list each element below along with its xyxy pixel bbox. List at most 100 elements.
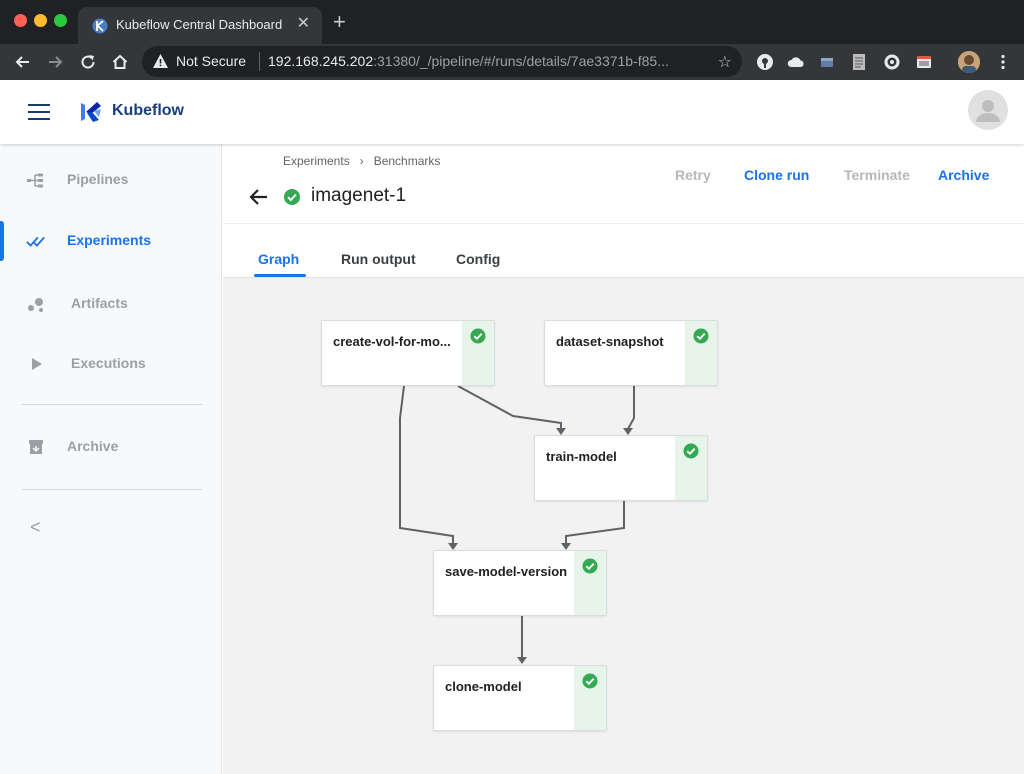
extension-record-icon[interactable] — [883, 53, 901, 71]
url-path: :31380/_/pipeline/#/runs/details/7ae3371… — [373, 53, 669, 69]
graph-node-train-model[interactable]: train-model — [534, 435, 708, 501]
run-details: Experiments›Benchmarks imagenet-1 Retry … — [223, 144, 1024, 774]
sidebar-item-experiments[interactable]: Experiments — [0, 221, 222, 261]
artifacts-icon — [26, 295, 46, 313]
page-title: imagenet-1 — [311, 185, 407, 206]
url-host: 192.168.245.202 — [268, 53, 374, 69]
breadcrumb-benchmarks[interactable]: Benchmarks — [373, 154, 441, 168]
tab-config[interactable]: Config — [456, 251, 501, 267]
new-tab-button[interactable]: + — [333, 9, 346, 34]
success-check-icon — [582, 673, 598, 689]
tab-run-output[interactable]: Run output — [341, 251, 416, 267]
archive-icon — [26, 438, 46, 456]
success-check-icon — [693, 328, 709, 344]
edge-train-save — [565, 501, 625, 544]
breadcrumb-separator: › — [359, 154, 364, 168]
url-text: 192.168.245.202:31380/_/pipeline/#/runs/… — [268, 53, 698, 69]
sidebar-item-label: Experiments — [67, 232, 152, 248]
sidebar-item-executions[interactable]: Executions — [0, 344, 222, 384]
success-check-icon — [582, 558, 598, 574]
edge-create-train — [457, 385, 562, 429]
node-name: create-vol-for-mo... — [333, 334, 451, 349]
node-name: train-model — [546, 449, 617, 464]
node-name: dataset-snapshot — [556, 334, 664, 349]
window-minimize-button[interactable] — [34, 14, 47, 27]
node-status — [574, 666, 606, 730]
node-status — [675, 436, 707, 500]
sidebar-divider — [22, 489, 202, 490]
node-status — [685, 321, 717, 385]
tab-close-icon[interactable]: ✕ — [296, 15, 310, 32]
archive-button[interactable]: Archive — [938, 167, 990, 183]
back-arrow-icon[interactable] — [249, 188, 269, 206]
success-check-icon — [284, 189, 300, 205]
pipelines-icon — [26, 171, 46, 189]
edge-dataset-train — [627, 386, 635, 430]
play-icon — [26, 355, 46, 373]
extension-key-icon[interactable] — [756, 53, 774, 71]
profile-avatar-icon[interactable] — [958, 51, 980, 73]
arrowhead-save-clone — [517, 657, 527, 664]
run-tabs: Graph Run output Config — [223, 223, 1024, 278]
arrowhead-dataset-train — [623, 428, 633, 435]
kubeflow-favicon-icon — [92, 18, 108, 34]
kubeflow-app: Kubeflow Pipelines Experiments Artifacts — [0, 80, 1024, 774]
experiments-icon — [26, 232, 46, 250]
terminate-button[interactable]: Terminate — [844, 167, 910, 183]
success-check-icon — [683, 443, 699, 459]
address-bar[interactable]: Not Secure 192.168.245.202:31380/_/pipel… — [142, 46, 742, 77]
extension-notes-icon[interactable] — [850, 53, 868, 71]
sidebar: Pipelines Experiments Artifacts Executio… — [0, 144, 222, 774]
window-zoom-button[interactable] — [54, 14, 67, 27]
sidebar-item-artifacts[interactable]: Artifacts — [0, 284, 222, 324]
graph-node-create-vol[interactable]: create-vol-for-mo... — [321, 320, 495, 386]
sidebar-item-label: Archive — [67, 438, 119, 454]
graph-node-clone-model[interactable]: clone-model — [433, 665, 607, 731]
breadcrumb: Experiments › Benchmarks — [283, 154, 440, 168]
node-status — [462, 321, 494, 385]
browser-menu-icon[interactable] — [994, 53, 1012, 71]
kubeflow-logo-icon — [81, 102, 101, 122]
graph-node-dataset-snapshot[interactable]: dataset-snapshot — [544, 320, 718, 386]
browser-tab[interactable]: Kubeflow Central Dashboard ✕ — [78, 7, 322, 44]
node-status — [574, 551, 606, 615]
sidebar-item-label: Artifacts — [71, 295, 128, 311]
forward-arrow-icon[interactable] — [43, 50, 67, 74]
warning-icon — [153, 54, 168, 68]
edge-create-save — [399, 385, 454, 544]
sidebar-item-label: Pipelines — [67, 171, 129, 187]
node-name: save-model-version — [445, 564, 568, 579]
bookmark-star-icon[interactable]: ☆ — [717, 54, 732, 71]
omnibox-divider — [259, 52, 260, 71]
sidebar-item-label: Executions — [71, 355, 146, 371]
brand-name: Kubeflow — [112, 102, 184, 119]
sidebar-item-pipelines[interactable]: Pipelines — [0, 160, 222, 200]
collapse-sidebar-icon[interactable]: < — [30, 517, 41, 537]
sidebar-item-archive[interactable]: Archive — [0, 427, 222, 467]
breadcrumb-experiments[interactable]: Experiments — [283, 154, 350, 168]
active-tab-indicator — [254, 274, 306, 277]
arrowhead-create-save — [448, 543, 458, 550]
graph-edges — [399, 385, 635, 664]
sidebar-divider — [22, 404, 202, 405]
retry-button[interactable]: Retry — [675, 167, 711, 183]
reload-icon[interactable] — [76, 50, 100, 74]
user-avatar[interactable] — [968, 90, 1008, 130]
clone-run-button[interactable]: Clone run — [744, 167, 810, 183]
success-check-icon — [470, 328, 486, 344]
window-close-button[interactable] — [14, 14, 27, 27]
extension-cloud-icon[interactable] — [787, 53, 805, 71]
home-icon[interactable] — [108, 50, 132, 74]
arrowhead-create-train — [556, 428, 566, 435]
graph-node-save-model-version[interactable]: save-model-version — [433, 550, 607, 616]
extension-box-icon[interactable] — [818, 53, 836, 71]
browser-tab-bar: Kubeflow Central Dashboard ✕ + — [0, 0, 1024, 44]
browser-toolbar: Not Secure 192.168.245.202:31380/_/pipel… — [0, 44, 1024, 80]
extension-window-icon[interactable] — [915, 53, 933, 71]
hamburger-menu-icon[interactable] — [28, 104, 50, 120]
tab-graph[interactable]: Graph — [258, 251, 300, 267]
pipeline-graph: create-vol-for-mo... dataset-snapshot tr… — [223, 278, 1024, 774]
arrowhead-train-save — [561, 543, 571, 550]
security-label: Not Secure — [176, 53, 247, 69]
back-arrow-icon[interactable] — [11, 50, 35, 74]
